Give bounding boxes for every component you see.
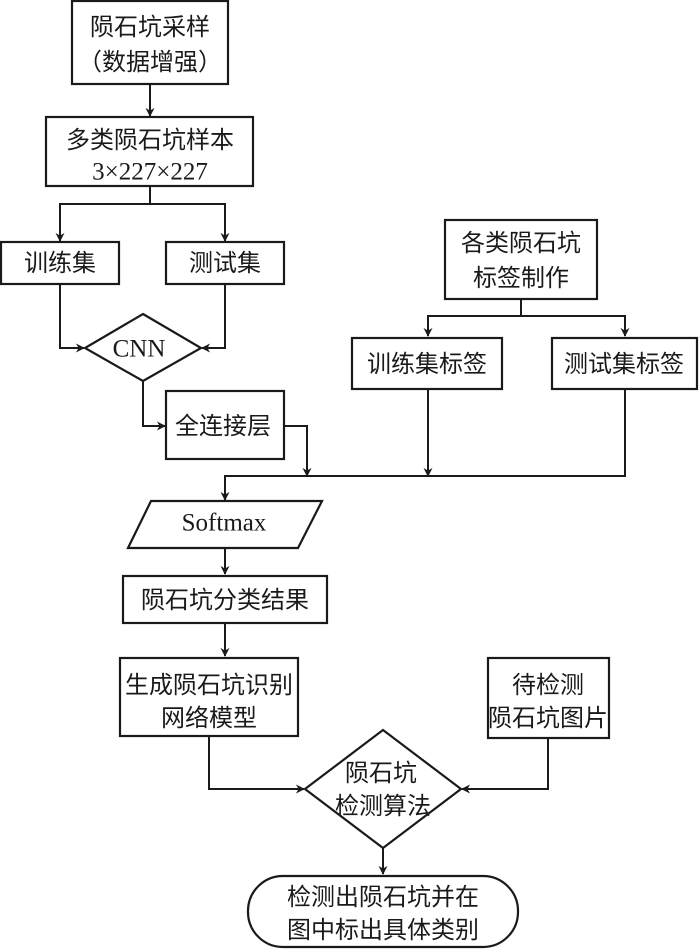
edge-model-detect xyxy=(208,736,305,794)
edge-cnn-fc xyxy=(142,381,166,431)
node-text: 待检测 xyxy=(512,671,584,699)
edge-labels-train-labels xyxy=(423,299,522,337)
edge-test-labels-join xyxy=(220,389,626,501)
node-text: 标签制作 xyxy=(473,264,569,292)
node-label-making: 各类陨石坑 标签制作 xyxy=(443,218,599,301)
node-text: 陨石坑 xyxy=(345,759,417,787)
node-text: 检测算法 xyxy=(335,792,431,820)
edge-samples-test xyxy=(150,203,230,242)
node-train-labels: 训练集标签 xyxy=(350,336,504,391)
node-softmax: Softmax xyxy=(126,499,324,550)
node-detection-algorithm: 陨石坑 检测算法 xyxy=(303,728,463,850)
node-cnn: CNN xyxy=(82,312,204,383)
edge-test-cnn xyxy=(201,284,226,353)
node-train-set: 训练集 xyxy=(0,240,121,286)
node-fc-layer: 全连接层 xyxy=(164,389,286,461)
node-text: 全连接层 xyxy=(175,412,271,440)
node-text: （数据增强） xyxy=(78,48,222,76)
node-text: 多类陨石坑样本 xyxy=(66,126,234,154)
node-classification-result: 陨石坑分类结果 xyxy=(121,574,329,625)
node-text: 测试集标签 xyxy=(564,350,684,378)
node-test-labels: 测试集标签 xyxy=(550,336,699,391)
node-text: 陨石坑采样 xyxy=(90,13,210,41)
node-text: 训练集标签 xyxy=(367,350,487,378)
node-text: Softmax xyxy=(182,510,267,537)
edge-samples-train xyxy=(55,186,151,242)
edge-labels-test-labels xyxy=(521,315,630,337)
edge-images-detect xyxy=(461,738,549,794)
edge-fc-join xyxy=(284,425,312,477)
node-text: 训练集 xyxy=(24,249,96,277)
node-text: 3×227×227 xyxy=(92,159,208,186)
node-text: 各类陨石坑 xyxy=(461,229,581,257)
node-model-generation: 生成陨石坑识别 网络模型 xyxy=(118,656,300,738)
node-text: 生成陨石坑识别 xyxy=(125,671,293,699)
node-text: 检测出陨石坑并在 xyxy=(287,883,479,911)
node-text: 测试集 xyxy=(189,249,261,277)
node-text: 网络模型 xyxy=(161,704,257,732)
node-text: 图中标出具体类别 xyxy=(287,916,479,944)
node-samples: 多类陨石坑样本 3×227×227 xyxy=(44,115,255,188)
connectors xyxy=(55,84,630,875)
node-text: CNN xyxy=(113,336,166,363)
node-text: 陨石坑分类结果 xyxy=(141,586,309,614)
node-test-set: 测试集 xyxy=(164,240,286,286)
node-sampling: 陨石坑采样 （数据增强） xyxy=(70,0,230,86)
node-output: 检测出陨石坑并在 图中标出具体类别 xyxy=(246,874,520,949)
edge-train-cnn xyxy=(59,284,85,353)
node-text: 陨石坑图片 xyxy=(488,704,608,732)
node-images-to-detect: 待检测 陨石坑图片 xyxy=(486,656,611,740)
